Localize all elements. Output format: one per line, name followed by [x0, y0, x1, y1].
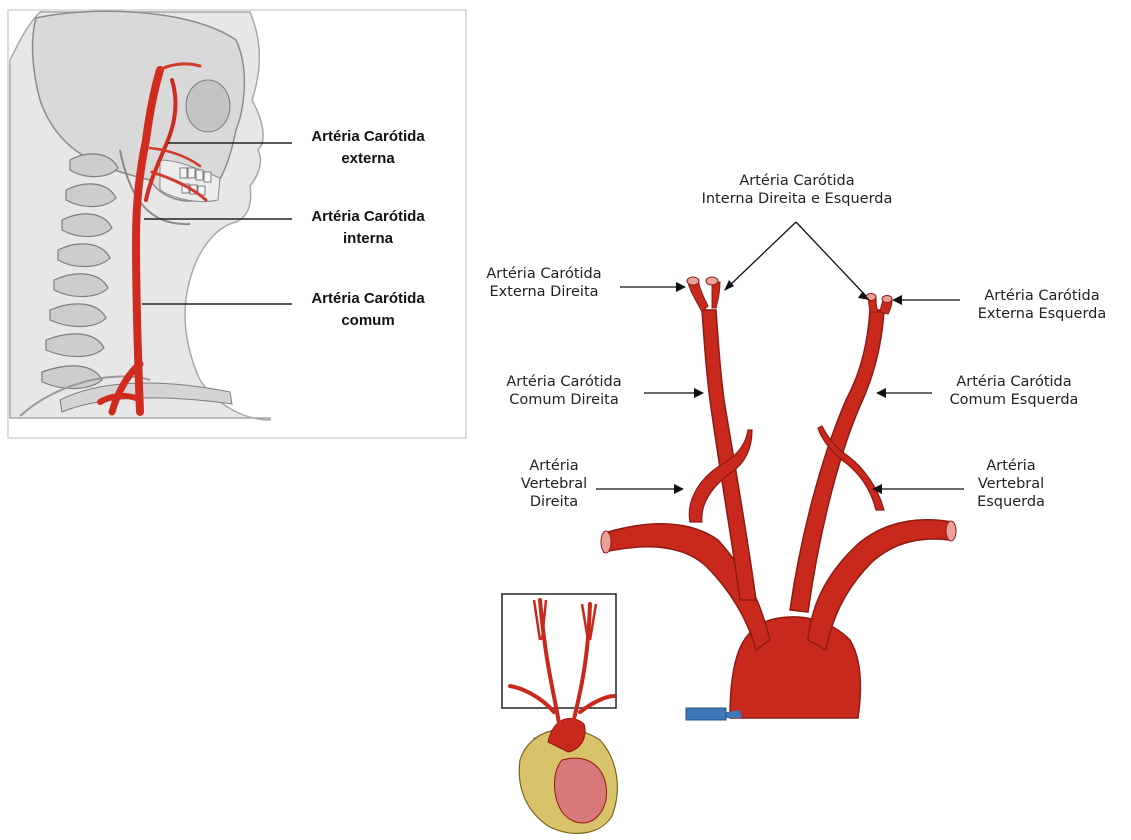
label-internal-both-line2: Interna Direita e Esquerda [662, 190, 932, 208]
label-external-right-line2: Externa Direita [468, 283, 620, 301]
label-external-left: Artéria Carótida Externa Esquerda [956, 287, 1128, 323]
label-common-left-line2: Comum Esquerda [932, 391, 1096, 409]
label-common-left: Artéria Carótida Comum Esquerda [932, 373, 1096, 409]
left-subclavian-artery [808, 520, 952, 650]
label-common-line2: comum [292, 312, 444, 330]
label-external-right: Artéria Carótida Externa Direita [468, 265, 620, 301]
heart-inset [502, 594, 617, 833]
label-external-left-line2: Externa Esquerda [956, 305, 1128, 323]
aortic-arch-illustration [596, 222, 964, 720]
label-common-left-line1: Artéria Carótida [932, 373, 1096, 391]
label-common-right: Artéria Carótida Comum Direita [484, 373, 644, 409]
label-external-line1: Artéria Carótida [292, 128, 444, 146]
label-internal-both-line1: Artéria Carótida [662, 172, 932, 190]
label-vertebral-right-line3: Direita [512, 493, 596, 511]
label-vertebral-right-line1: Artéria [512, 457, 596, 475]
label-internal-both: Artéria Carótida Interna Direita e Esque… [662, 172, 932, 208]
label-internal-carotid: Artéria Carótida interna [292, 208, 444, 248]
label-common-line1: Artéria Carótida [292, 290, 444, 308]
label-external-right-line1: Artéria Carótida [468, 265, 620, 283]
label-vertebral-right-line2: Vertebral [512, 475, 596, 493]
label-vertebral-left-line2: Vertebral [962, 475, 1060, 493]
label-vertebral-left: Artéria Vertebral Esquerda [962, 457, 1060, 511]
pointer-arrows-right [596, 222, 964, 489]
label-vertebral-left-line3: Esquerda [962, 493, 1060, 511]
label-common-right-line1: Artéria Carótida [484, 373, 644, 391]
label-vertebral-left-line1: Artéria [962, 457, 1060, 475]
label-external-left-line1: Artéria Carótida [956, 287, 1128, 305]
label-external-line2: externa [292, 150, 444, 168]
label-external-carotid: Artéria Carótida externa [292, 128, 444, 168]
label-vertebral-right: Artéria Vertebral Direita [512, 457, 596, 511]
inset-frame [502, 594, 616, 708]
label-common-right-line2: Comum Direita [484, 391, 644, 409]
label-common-carotid: Artéria Carótida comum [292, 290, 444, 330]
label-internal-line1: Artéria Carótida [292, 208, 444, 226]
label-internal-line2: interna [292, 230, 444, 248]
